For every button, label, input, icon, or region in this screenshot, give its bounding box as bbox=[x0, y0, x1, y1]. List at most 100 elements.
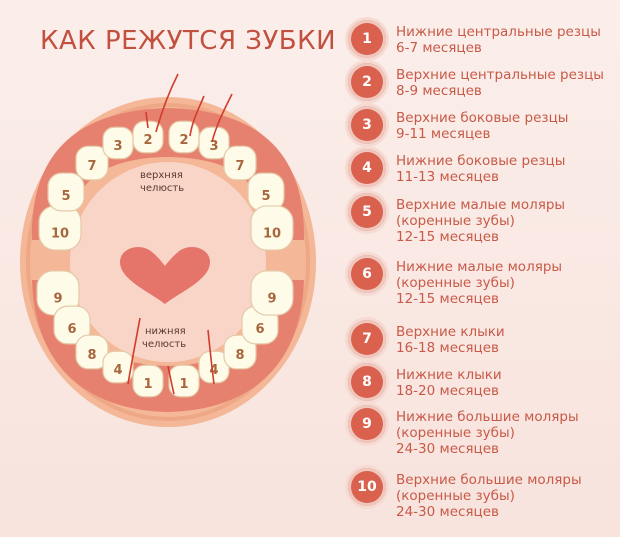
upper-tooth-5: 5 bbox=[247, 172, 285, 212]
mouth-inner bbox=[70, 162, 266, 362]
tooth-body bbox=[75, 334, 109, 370]
eruption-arrow bbox=[211, 93, 233, 143]
legend-line: 18-20 месяцев bbox=[396, 383, 500, 399]
upper-tooth-7: 7 bbox=[223, 145, 257, 181]
eruption-arrow bbox=[167, 365, 175, 395]
tooth-number: 1 bbox=[143, 377, 152, 392]
legend-line: 12-15 месяцев bbox=[396, 229, 500, 245]
tooth-body bbox=[132, 364, 164, 398]
tooth-number: 9 bbox=[53, 291, 62, 306]
legend-line: (коренные зубы) bbox=[396, 213, 515, 229]
upper-jaw-label-2: челюсть bbox=[140, 183, 184, 194]
tooth-body bbox=[168, 364, 200, 398]
eruption-arrow bbox=[127, 317, 141, 385]
eruption-arrow bbox=[207, 329, 215, 385]
page-title: КАК РЕЖУТСЯ ЗУБКИ bbox=[40, 26, 337, 56]
lower-tooth-8: 8 bbox=[223, 334, 257, 370]
legend-text: Нижние большие моляры(коренные зубы)24-3… bbox=[396, 409, 579, 457]
lower-gum bbox=[32, 280, 304, 412]
legend-number-badge: 4 bbox=[348, 149, 386, 187]
legend-line: (коренные зубы) bbox=[396, 425, 515, 441]
legend-line: Верхние центральные резцы bbox=[396, 67, 604, 83]
upper-tooth-2: 2 bbox=[168, 120, 200, 154]
tooth-body bbox=[223, 145, 257, 181]
legend-number-badge: 5 bbox=[348, 193, 386, 231]
legend-line: Нижние центральные резцы bbox=[396, 24, 601, 40]
legend-item-5: 5 Верхние малые моляры(коренные зубы)12-1… bbox=[348, 193, 620, 253]
legend-line: 24-30 месяцев bbox=[396, 441, 500, 457]
legend-text: Верхние большие моляры(коренные зубы)24-… bbox=[396, 472, 582, 520]
legend-number-badge: 8 bbox=[348, 363, 386, 401]
tooth-body bbox=[75, 145, 109, 181]
upper-tooth-7: 7 bbox=[75, 145, 109, 181]
legend-number-badge: 9 bbox=[348, 405, 386, 443]
tooth-number: 3 bbox=[113, 139, 122, 154]
legend-line: Верхние малые моляры bbox=[396, 197, 566, 213]
legend-text: Нижние малые моляры(коренные зубы)12-15 … bbox=[396, 259, 562, 307]
tooth-number: 8 bbox=[87, 348, 96, 363]
legend-line: Верхние боковые резцы bbox=[396, 110, 569, 126]
tooth-number: 3 bbox=[209, 139, 218, 154]
tooth-number: 2 bbox=[143, 133, 152, 148]
legend-line: 9-11 месяцев bbox=[396, 126, 491, 142]
legend-line: 8-9 месяцев bbox=[396, 83, 482, 99]
legend-line: Нижние малые моляры bbox=[396, 259, 563, 275]
legend-line: Верхние большие моляры bbox=[396, 472, 582, 488]
upper-jaw-label-1: верхняя bbox=[140, 170, 183, 181]
lower-jaw-label-1: нижняя bbox=[145, 326, 186, 337]
lower-tooth-1: 1 bbox=[132, 364, 164, 398]
tooth-body bbox=[250, 205, 294, 251]
legend-line: 12-15 месяцев bbox=[396, 291, 500, 307]
lower-tooth-8: 8 bbox=[75, 334, 109, 370]
tooth-number: 10 bbox=[51, 226, 69, 241]
tooth-number: 4 bbox=[113, 363, 122, 378]
tooth-number: 7 bbox=[87, 159, 96, 174]
tooth-body bbox=[132, 120, 164, 154]
legend-line: Нижние клыки bbox=[396, 367, 502, 383]
legend-line: Нижние большие моляры bbox=[396, 409, 579, 425]
legend-number-badge: 1 bbox=[348, 20, 386, 58]
legend-number-badge: 10 bbox=[348, 468, 386, 506]
legend-text: Верхние малые моляры(коренные зубы)12-15… bbox=[396, 197, 565, 245]
lower-tooth-6: 6 bbox=[53, 305, 91, 345]
tooth-number: 5 bbox=[261, 189, 270, 204]
legend-number-badge: 3 bbox=[348, 106, 386, 144]
legend-line: (коренные зубы) bbox=[396, 275, 515, 291]
tooth-body bbox=[223, 334, 257, 370]
upper-tooth-10: 10 bbox=[38, 205, 82, 251]
lower-tooth-4: 4 bbox=[102, 350, 134, 384]
legend-line: Верхние клыки bbox=[396, 324, 505, 340]
legend-number-badge: 2 bbox=[348, 63, 386, 101]
eruption-arrow bbox=[189, 95, 205, 137]
heart-icon bbox=[120, 247, 210, 304]
tooth-body bbox=[47, 172, 85, 212]
upper-tooth-3: 3 bbox=[102, 126, 134, 160]
tooth-number: 10 bbox=[263, 226, 281, 241]
eruption-arrows bbox=[127, 73, 233, 395]
tooth-number: 4 bbox=[209, 363, 218, 378]
tooth-body bbox=[102, 350, 134, 384]
tooth-number: 7 bbox=[235, 159, 244, 174]
legend-line: 11-13 месяцев bbox=[396, 169, 500, 185]
eruption-arrow bbox=[155, 73, 179, 133]
lower-jaw-label-2: челюсть bbox=[142, 339, 186, 350]
upper-tooth-3: 3 bbox=[198, 126, 230, 160]
upper-gum bbox=[31, 108, 305, 240]
legend-line: Нижние боковые резцы bbox=[396, 153, 566, 169]
lower-tooth-9: 9 bbox=[36, 270, 80, 316]
tooth-body bbox=[250, 270, 294, 316]
legend-line: (коренные зубы) bbox=[396, 488, 515, 504]
tooth-number: 5 bbox=[61, 189, 70, 204]
eruption-arrow bbox=[145, 111, 149, 129]
tooth-number: 6 bbox=[255, 322, 264, 337]
legend-line: 24-30 месяцев bbox=[396, 504, 500, 520]
